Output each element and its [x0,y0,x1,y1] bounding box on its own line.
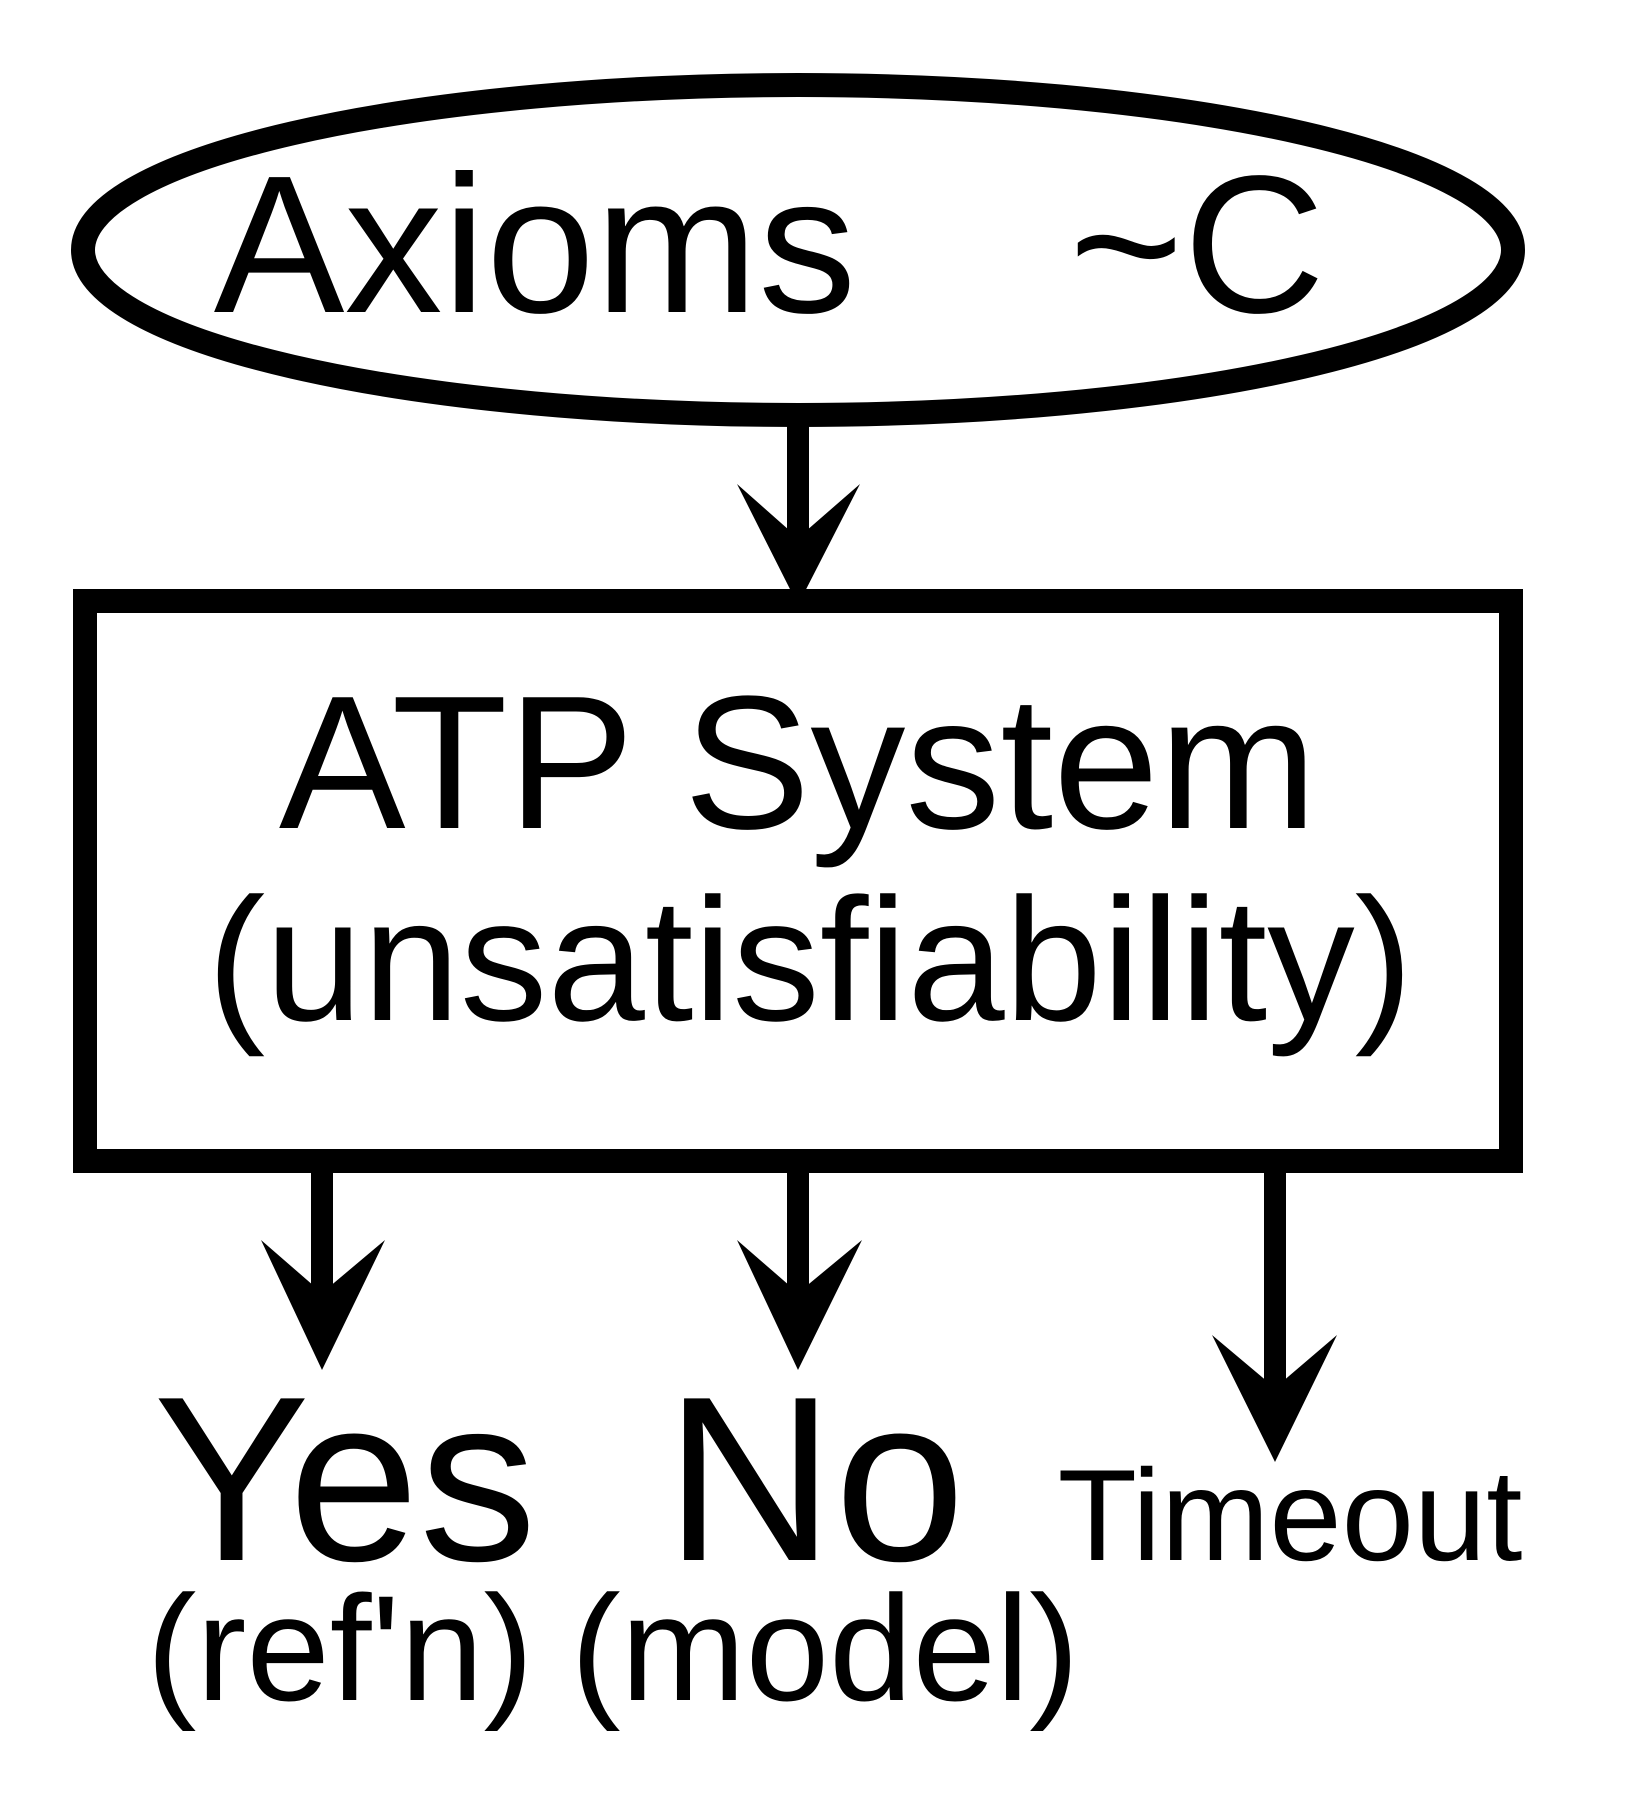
axioms-label: Axioms [214,135,857,354]
arrowhead [1212,1335,1337,1462]
arrow-system-to-timeout [1212,1163,1337,1462]
arrowhead [737,1240,862,1370]
input-ellipse [71,73,1525,427]
arrowhead [737,484,860,605]
atp-system-box [73,589,1523,1173]
arrowhead [261,1240,385,1370]
refutation-label: (ref'n) [146,1564,533,1732]
arrow-input-to-system [737,418,860,605]
no-label: No [665,1347,965,1610]
timeout-label: Timeout [1058,1442,1523,1588]
atp-system-title: ATP System [279,657,1317,869]
arrow-system-to-yes [261,1163,385,1370]
negated-conjecture-label: ~C [1069,135,1325,354]
outcome-timeout: Timeout [1058,1442,1523,1588]
unsatisfiability-label: (unsatisfiability) [207,863,1413,1058]
arrow-system-to-no [737,1163,862,1370]
input-node: Axioms ~C [71,73,1525,427]
yes-label: Yes [153,1347,536,1610]
model-label: (model) [571,1564,1079,1732]
outcome-no: No (model) [571,1347,1079,1732]
process-node: ATP System (unsatisfiability) [73,589,1523,1173]
outcome-yes: Yes (ref'n) [146,1347,536,1732]
